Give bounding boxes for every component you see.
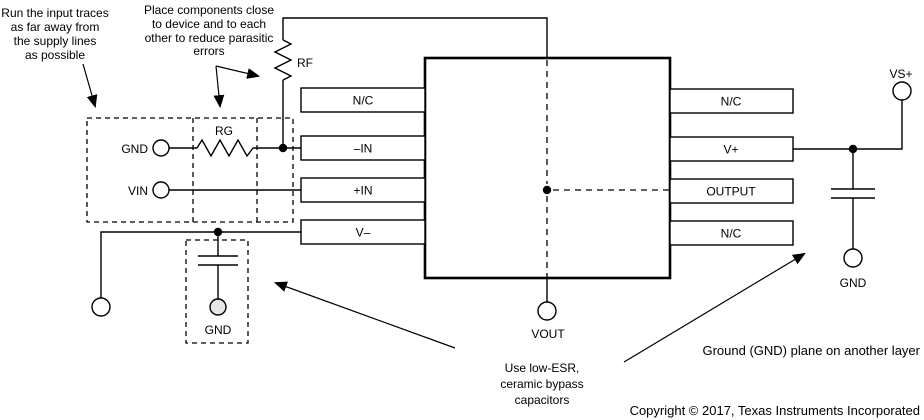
pin-box [669, 136, 794, 162]
pin-inverting-input: –IN [300, 135, 426, 161]
note-line: errors [193, 44, 224, 58]
vout-terminal [537, 301, 557, 321]
pin-box [669, 178, 794, 204]
note-bypass-arrow-left [273, 281, 456, 349]
pin-label: V– [356, 226, 371, 240]
rf-label: RF [297, 56, 313, 70]
note-line: as possible [25, 48, 85, 62]
resistor-rg-symbol [196, 138, 254, 158]
note-input-traces: Run the input traces as far away from th… [1, 6, 108, 62]
gnd-bypass-left-terminal [209, 298, 227, 316]
bypass-left-dashed-box [185, 239, 249, 344]
note-line: Use low-ESR, [505, 361, 580, 375]
pin-box [300, 177, 426, 203]
v-minus-rail-wire [100, 231, 301, 298]
copyright-text: Copyright © 2017, Texas Instruments Inco… [630, 403, 920, 418]
note-bypass-arrow-right [623, 252, 806, 363]
inverting-node-junction-dot [278, 143, 288, 153]
resistor-rf-symbol [273, 39, 293, 81]
note-place-components-arrow-rf [215, 65, 261, 79]
ground-plane-note: Ground (GND) plane on another layer [702, 343, 920, 358]
note-bypass-caps: Use low-ESR, ceramic bypass capacitors [500, 361, 583, 407]
gnd-input-label: GND [121, 142, 148, 156]
pin-label: V+ [723, 143, 738, 157]
vs-plus-label: VS+ [889, 67, 912, 81]
note-input-traces-arrow [82, 63, 98, 109]
vs-plus-terminal [892, 81, 912, 101]
pin-box [300, 219, 426, 245]
gnd-bypass-right-terminal [843, 248, 863, 268]
pin-label: +IN [353, 184, 372, 198]
vin-terminal [152, 181, 170, 199]
pin-v-minus: V– [300, 219, 426, 245]
note-line: Place components close [144, 3, 274, 17]
note-line: other to reduce parasitic [145, 31, 274, 45]
pin-label: OUTPUT [706, 185, 756, 199]
pin-box [300, 135, 426, 161]
pin-output: OUTPUT [669, 178, 794, 204]
gnd-bypass-left-label: GND [205, 323, 232, 337]
pin-nc-top-right: N/C [669, 88, 794, 114]
note-line: the supply lines [14, 34, 97, 48]
pin-box [300, 87, 426, 113]
pin-box [669, 220, 794, 246]
note-line: as far away from [11, 20, 100, 34]
note-line: Run the input traces [1, 6, 108, 20]
note-place-components-arrow-rg [213, 65, 225, 109]
pin-box [669, 88, 794, 114]
pin-label: N/C [353, 94, 374, 108]
gnd-bypass-right-label: GND [840, 276, 867, 290]
pin-label: –IN [354, 142, 373, 156]
feedback-trace-wire [282, 17, 548, 58]
note-line: ceramic bypass [500, 377, 583, 391]
note-place-components: Place components close to device and to … [144, 3, 274, 58]
v-minus-open-terminal [91, 297, 111, 317]
vin-label: VIN [128, 184, 148, 198]
input-region-dashed-box [86, 117, 294, 223]
note-line: to device and to each [152, 17, 266, 31]
pin-label: N/C [721, 95, 742, 109]
note-line: capacitors [515, 393, 570, 407]
pin-nc-top-left: N/C [300, 87, 426, 113]
rg-label: RG [215, 124, 233, 138]
v-plus-supply-wire [793, 100, 903, 150]
ic-center-via-dot [542, 185, 552, 195]
pin-nc-bottom-right: N/C [669, 220, 794, 246]
pin-v-plus: V+ [669, 136, 794, 162]
pin-label: N/C [721, 227, 742, 241]
vout-label: VOUT [531, 327, 565, 341]
gnd-input-terminal [152, 139, 170, 157]
pin-noninverting-input: +IN [300, 177, 426, 203]
